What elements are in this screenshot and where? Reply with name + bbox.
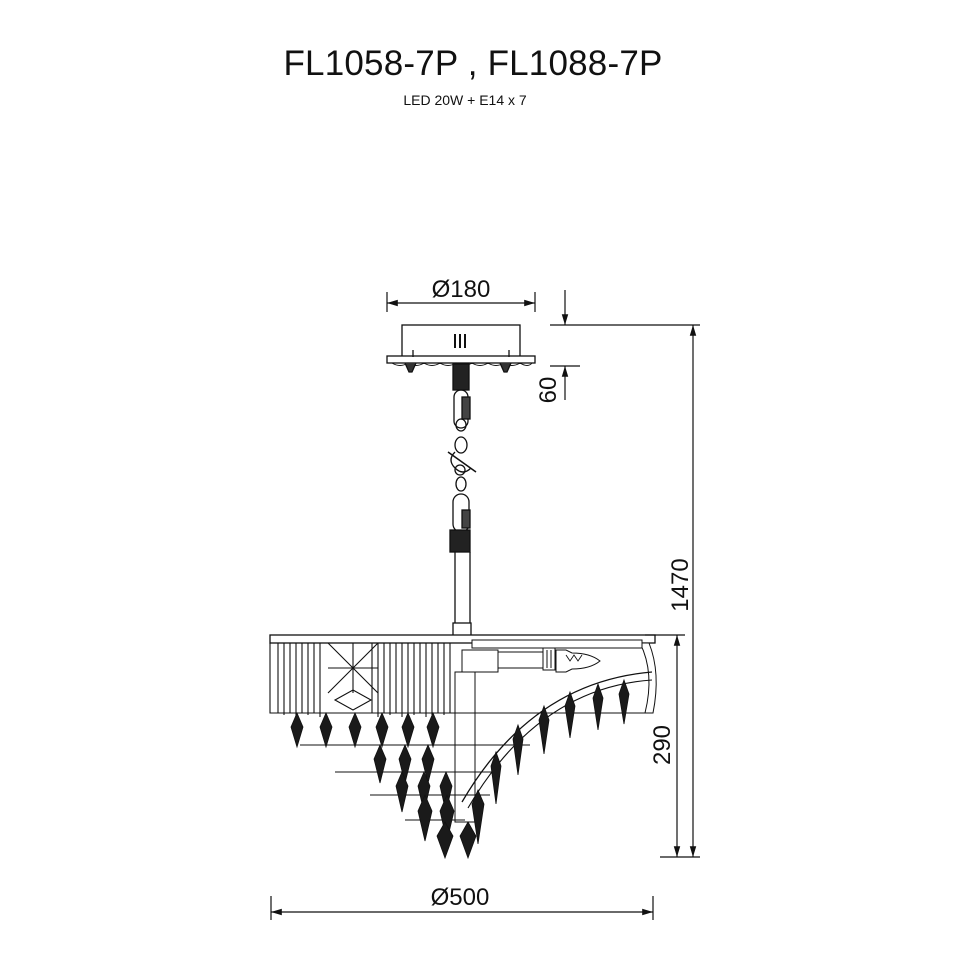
- dimension-total-height: [660, 325, 700, 858]
- dimension-label-body-height: 290: [649, 725, 676, 765]
- dimension-body-height: [645, 634, 685, 857]
- dimension-canopy-height: [550, 290, 700, 400]
- crystal-drops: [290, 678, 630, 860]
- dimension-label-total-height: 1470: [667, 558, 694, 611]
- drawing-title: FL1058-7P , FL1088-7P: [283, 44, 663, 83]
- suspension-chain: [447, 389, 477, 638]
- dimension-label-canopy-diameter: Ø180: [432, 276, 491, 303]
- dimension-body-diameter: [270, 896, 654, 920]
- canopy: [386, 324, 536, 391]
- drawing-subtitle: LED 20W + E14 x 7: [403, 92, 527, 108]
- dimension-canopy-diameter: [386, 292, 536, 312]
- dimension-label-canopy-height: 60: [535, 377, 562, 404]
- dimension-label-body-diameter: Ø500: [431, 884, 490, 911]
